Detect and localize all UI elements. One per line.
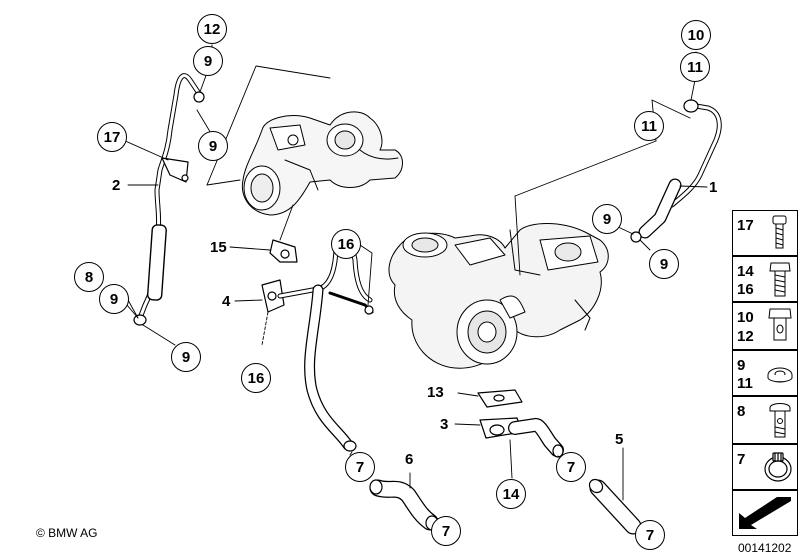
legend-label: 9 xyxy=(737,357,746,374)
callout-11: 11 xyxy=(680,52,710,82)
callout-9: 9 xyxy=(198,131,228,161)
label-4: 4 xyxy=(222,293,231,310)
callout-9: 9 xyxy=(649,249,679,279)
oil-feed-line-left xyxy=(133,73,205,326)
turbocharger-main xyxy=(388,223,609,369)
hose-clamp-icon xyxy=(764,452,792,482)
oil-bolt-icon xyxy=(769,403,791,438)
legend-label: 16 xyxy=(737,281,754,298)
callout-7: 7 xyxy=(345,452,375,482)
flange-gasket-assembly xyxy=(477,389,564,479)
callout-7: 7 xyxy=(431,516,461,546)
callout-16: 16 xyxy=(241,363,271,393)
callout-12: 12 xyxy=(197,14,227,44)
turbocharger-upper-view xyxy=(241,111,403,216)
legend-label: 8 xyxy=(737,403,746,420)
callout-10: 10 xyxy=(681,20,711,50)
callout-9: 9 xyxy=(99,284,129,314)
legend-item-14-16: 14 16 xyxy=(732,256,798,302)
legend-item-9-11: 9 11 xyxy=(732,350,798,396)
label-13: 13 xyxy=(427,384,444,401)
hollow-bolt-icon xyxy=(768,308,792,341)
callout-14: 14 xyxy=(496,479,526,509)
label-3: 3 xyxy=(440,416,449,433)
callout-17: 17 xyxy=(97,122,127,152)
legend-item-7: 7 xyxy=(732,444,798,490)
hex-bolt-icon xyxy=(769,262,791,297)
legend-item-17: 17 xyxy=(732,210,798,256)
callout-8: 8 xyxy=(74,262,104,292)
label-15: 15 xyxy=(210,239,227,256)
legend-label: 12 xyxy=(737,328,754,345)
oil-return-pipe-assembly xyxy=(261,229,374,452)
legend-label: 10 xyxy=(737,309,754,326)
callout-9: 9 xyxy=(193,46,223,76)
label-1: 1 xyxy=(709,179,718,196)
legend-label: 14 xyxy=(737,263,754,280)
hose-part-5 xyxy=(588,478,642,535)
callout-16: 16 xyxy=(331,229,361,259)
legend-label: 7 xyxy=(737,451,746,468)
callout-7: 7 xyxy=(635,520,665,550)
callout-9: 9 xyxy=(592,204,622,234)
sealing-ring-icon xyxy=(767,367,793,383)
arrow-icon xyxy=(739,497,791,529)
legend-item-8: 8 xyxy=(732,396,798,444)
label-6: 6 xyxy=(405,451,414,468)
callout-9: 9 xyxy=(171,342,201,372)
part-number-label: 00141202 xyxy=(738,541,792,555)
callout-11: 11 xyxy=(634,111,664,141)
callout-7: 7 xyxy=(556,452,586,482)
legend-item-10-12: 10 12 xyxy=(732,302,798,350)
banjo-bolt-icon xyxy=(772,215,787,249)
legend-arrow-box xyxy=(732,490,798,536)
legend-label: 11 xyxy=(737,375,753,392)
label-2: 2 xyxy=(112,177,121,194)
label-5: 5 xyxy=(615,431,624,448)
legend-label: 17 xyxy=(737,217,754,234)
copyright-label: © BMW AG xyxy=(36,526,98,540)
hose-part-6 xyxy=(369,479,439,531)
